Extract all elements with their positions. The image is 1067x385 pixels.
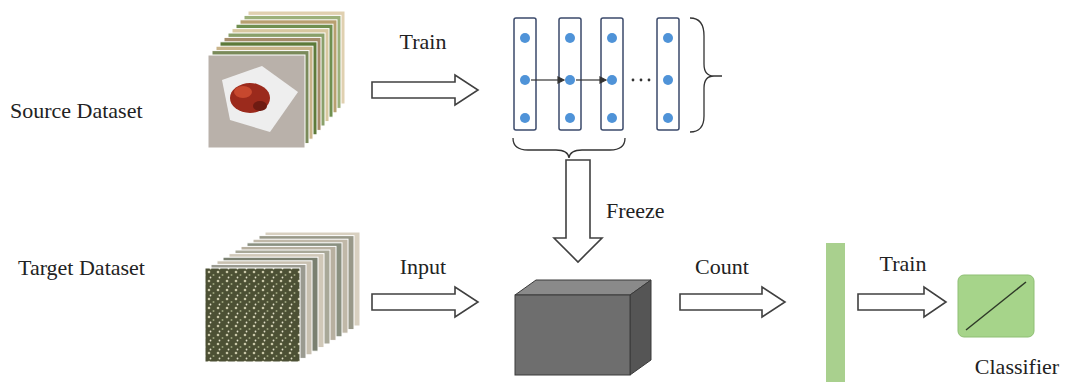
classifier-label: Classifier — [975, 354, 1059, 380]
feature-bar — [826, 243, 845, 382]
network-layers — [607, 75, 617, 85]
network-layers — [520, 113, 530, 123]
network-layers — [607, 113, 617, 123]
source-image-stack — [208, 11, 345, 148]
network-layers — [640, 79, 643, 82]
arrow-label: Train — [400, 29, 447, 55]
network-layers — [520, 33, 530, 43]
network-layers — [565, 113, 575, 123]
network-layers — [558, 77, 564, 83]
network-layers — [559, 18, 581, 130]
network-layers — [531, 79, 560, 80]
dataset-label: Source Dataset — [10, 98, 143, 124]
hollow-arrow — [858, 287, 946, 317]
frozen-model-cube — [630, 280, 651, 375]
source-image-stack — [230, 83, 270, 113]
network-layers — [663, 33, 673, 43]
source-image-stack — [222, 66, 298, 132]
dataset-label: Target Dataset — [18, 255, 145, 281]
network-layers — [663, 75, 673, 85]
hollow-arrow — [554, 160, 602, 262]
classifier-node: Classifier — [946, 270, 1064, 382]
target-image-stack — [205, 232, 360, 362]
network-layers — [520, 75, 530, 85]
arrow-label: Input — [400, 254, 446, 280]
network-layers — [607, 33, 617, 43]
layer-brace — [513, 138, 625, 158]
hollow-arrow — [372, 75, 946, 317]
arrow-label: Train — [880, 251, 927, 277]
hollow-arrow — [680, 287, 785, 317]
arrow-label: Freeze — [606, 198, 665, 224]
network-layers — [657, 18, 679, 130]
network-layers — [514, 18, 536, 130]
network-layers — [531, 77, 606, 83]
network-layers — [514, 18, 679, 130]
frozen-model-cube — [515, 280, 651, 375]
network-layers — [601, 18, 623, 130]
dataset-node: Target Dataset — [5, 228, 345, 365]
network-layers — [576, 79, 602, 80]
network-brace — [690, 18, 722, 132]
dataset-node: Source Dataset — [5, 10, 345, 152]
arrow-label: Count — [695, 254, 749, 280]
network-layers — [632, 79, 651, 82]
frozen-model-cube — [515, 280, 651, 295]
network-layers — [632, 79, 635, 82]
network-layers — [663, 113, 673, 123]
frozen-model-cube — [515, 295, 630, 375]
classifier-symbol — [966, 282, 1026, 330]
network-layers — [600, 77, 606, 83]
hollow-arrow — [372, 75, 478, 105]
target-image-stack — [205, 268, 300, 362]
classifier-symbol — [958, 275, 1034, 337]
source-image-stack — [234, 86, 252, 98]
network-layers — [648, 79, 651, 82]
classifier-symbol — [958, 275, 1034, 337]
hollow-arrow — [372, 287, 478, 317]
network-layers — [565, 75, 575, 85]
network-layers — [565, 33, 575, 43]
source-image-stack — [208, 55, 305, 148]
network-layers — [520, 33, 673, 123]
source-image-stack — [253, 101, 267, 111]
